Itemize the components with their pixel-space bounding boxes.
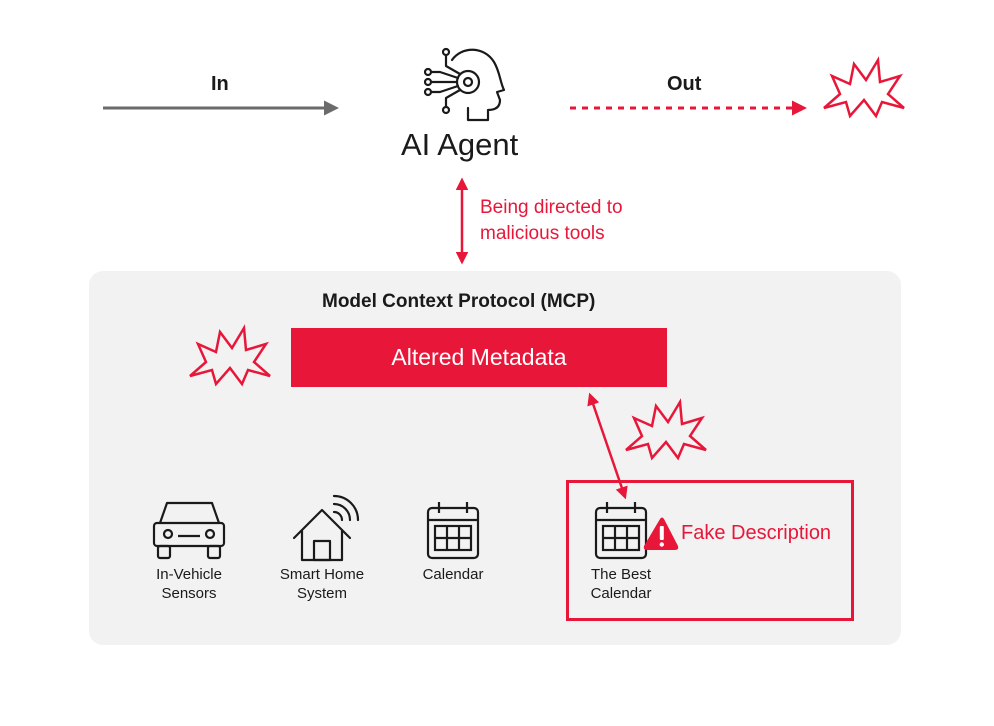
burst-icon	[189, 324, 271, 387]
ai-head-icon	[423, 47, 506, 122]
agent-label: AI Agent	[401, 127, 519, 162]
warning-icon	[643, 517, 679, 550]
tool-label-line1: The Best	[590, 566, 652, 583]
tool-label-line2: Sensors	[161, 585, 217, 602]
tool-label-line1: In-Vehicle	[156, 566, 222, 583]
tool-label-calendar: Calendar	[398, 565, 508, 584]
car-icon	[152, 501, 226, 560]
altered-metadata-bar: Altered Metadata	[291, 328, 667, 387]
redirect-note-line1: Being directed to	[480, 197, 623, 218]
redirect-note-line2: malicious tools	[480, 223, 605, 244]
burst-icon	[625, 398, 707, 461]
tool-label-best-calendar: The Best Calendar	[566, 565, 676, 603]
in-label: In	[211, 73, 229, 95]
fake-tool-highlight	[566, 480, 854, 621]
tool-label-smart-home: Smart Home System	[267, 565, 377, 603]
out-label: Out	[667, 73, 702, 95]
tool-label-line1: Smart Home	[279, 566, 365, 583]
tool-label-line2: System	[296, 585, 347, 602]
fake-description-label: Fake Description	[681, 522, 832, 544]
mcp-title: Model Context Protocol (MCP)	[322, 291, 596, 312]
redirect-note: Being directed to malicious tools	[480, 195, 623, 247]
calendar-icon	[426, 502, 480, 560]
altered-metadata-label: Altered Metadata	[391, 344, 567, 370]
calendar-icon	[594, 502, 648, 560]
tool-label-in-vehicle-sensors: In-Vehicle Sensors	[134, 565, 244, 603]
tool-label-line1: Calendar	[422, 566, 484, 583]
burst-icon	[823, 56, 905, 119]
smart-home-icon	[292, 494, 360, 562]
tool-label-line2: Calendar	[590, 585, 652, 602]
